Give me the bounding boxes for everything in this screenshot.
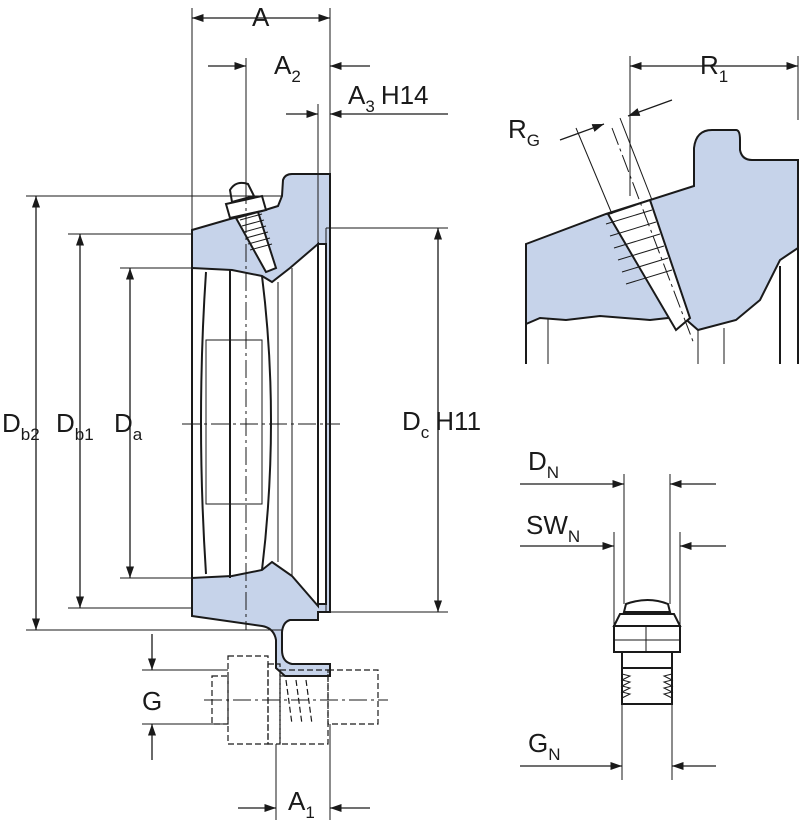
dim-label-gn: GN — [528, 728, 561, 764]
main-section-view — [182, 173, 388, 745]
dim-label-a1: A1 — [288, 786, 315, 822]
bearing-insert — [200, 270, 272, 578]
bearing-window — [205, 339, 263, 505]
detail-housing-section — [525, 129, 799, 332]
dim-label-g: G — [142, 686, 162, 716]
dim-label-a: A — [252, 2, 270, 32]
nipple-detail-view: DN SWN GN — [520, 446, 726, 780]
dim-label-db2: Db2 — [2, 408, 40, 444]
dim-label-da: Da — [114, 408, 143, 444]
dim-label-rg: RG — [508, 114, 540, 150]
dim-label-r1: R1 — [700, 50, 728, 86]
dim-label-a2: A2 — [274, 50, 301, 86]
dim-label-swn: SWN — [526, 510, 580, 546]
detail-thread-view: R1 RG — [508, 50, 799, 364]
bore-region — [191, 241, 319, 609]
dim-label-db1: Db1 — [56, 408, 94, 444]
dim-label-dn: DN — [528, 446, 559, 482]
